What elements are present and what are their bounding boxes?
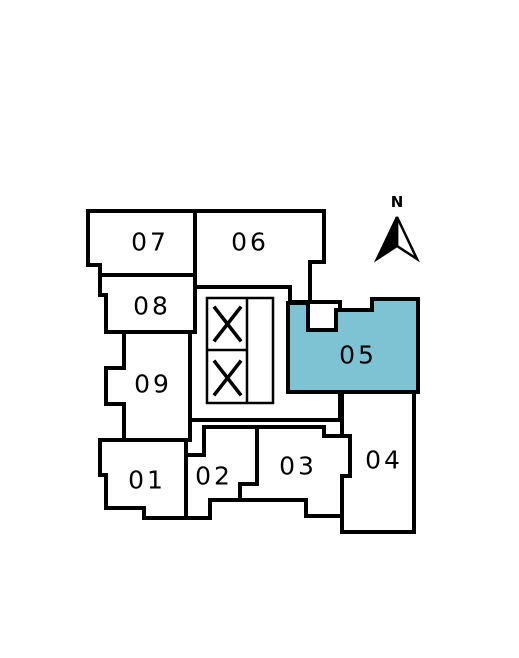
unit-04-label: 04 [365, 446, 403, 475]
unit-06[interactable]: 06 [193, 209, 326, 304]
unit-09[interactable]: 09 [104, 330, 192, 442]
unit-09-label: 09 [134, 370, 172, 399]
unit-04[interactable]: 04 [340, 390, 416, 534]
unit-08-label: 08 [133, 292, 171, 321]
unit-03-label: 03 [279, 452, 317, 481]
unit-06-shape[interactable] [193, 209, 326, 304]
unit-05-label: 05 [339, 341, 377, 370]
elevator-x-icon [212, 359, 243, 397]
unit-02-label: 02 [195, 462, 233, 491]
elevator-x-icon [212, 305, 243, 343]
north-label: N [391, 193, 404, 211]
unit-07-label: 07 [131, 228, 169, 257]
unit-02-shape[interactable] [184, 425, 259, 520]
unit-08-shape[interactable] [98, 273, 197, 334]
unit-08[interactable]: 08 [98, 273, 197, 334]
north-arrow-icon [373, 216, 421, 263]
unit-01-shape[interactable] [98, 438, 188, 520]
unit-09-shape[interactable] [104, 330, 192, 442]
unit-07[interactable]: 07 [86, 209, 197, 277]
unit-06-label: 06 [231, 228, 269, 257]
elevator-core [205, 296, 275, 405]
unit-01[interactable]: 01 [98, 438, 188, 520]
unit-01-label: 01 [128, 466, 166, 495]
unit-02[interactable]: 02 [184, 425, 259, 520]
unit-05[interactable]: 05 [286, 297, 420, 394]
north-compass: N [373, 193, 421, 263]
